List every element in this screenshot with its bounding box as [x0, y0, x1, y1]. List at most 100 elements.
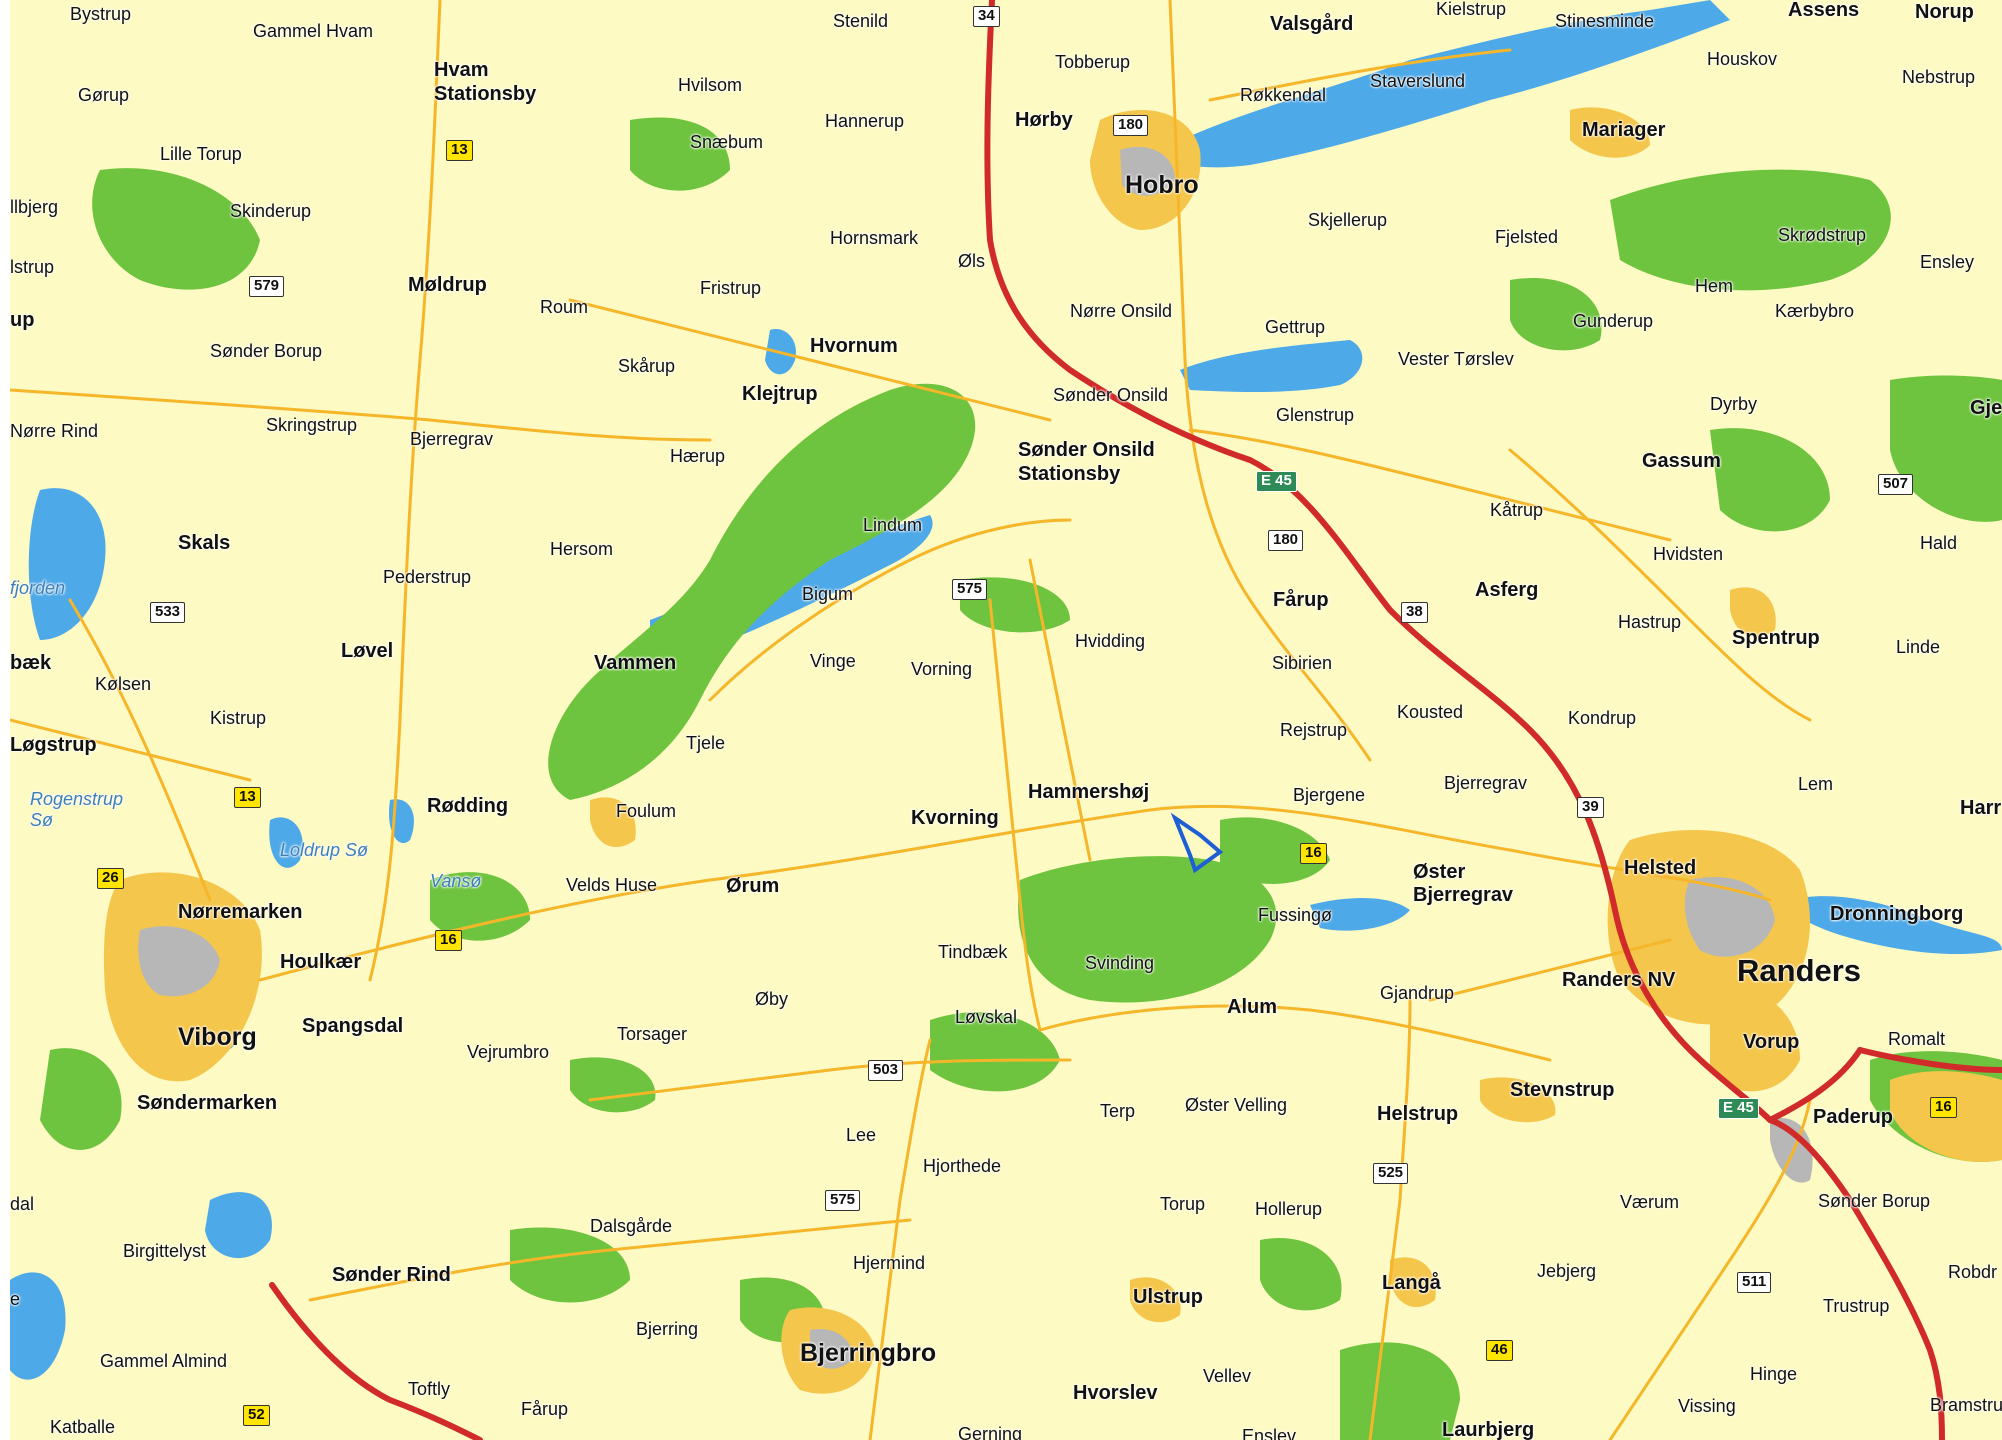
road-shield-575-north: 575: [952, 579, 988, 600]
place-label: Gettrup: [1265, 317, 1326, 337]
place-label: Vissing: [1678, 1396, 1736, 1416]
place-label: Svinding: [1085, 953, 1155, 973]
place-label: Nebstrup: [1902, 67, 1976, 87]
place-label: Fårup: [521, 1399, 569, 1419]
place-label-city: Bjerringbro: [800, 1339, 937, 1367]
selected-area-outline[interactable]: [1170, 812, 1224, 874]
place-label: Staverslund: [1370, 71, 1466, 91]
road-shield-39: 39: [1577, 797, 1604, 818]
place-label: Kielstrup: [1436, 0, 1507, 19]
place-label: Hersom: [550, 539, 614, 559]
road-shield-16-far-east: 16: [1930, 1097, 1957, 1118]
place-label: Bjerregrav: [1444, 773, 1528, 793]
place-label: Gje: [1970, 397, 2002, 419]
place-label: Nørre Onsild: [1070, 301, 1173, 321]
place-label: Øby: [755, 989, 789, 1009]
place-label: Løvel: [341, 640, 394, 662]
place-label: Sønder Rind: [332, 1264, 451, 1286]
place-label: Valsgård: [1270, 13, 1354, 35]
place-label: Fristrup: [700, 278, 762, 298]
water-label: fjorden: [10, 578, 66, 598]
place-label: Ørum: [726, 875, 780, 897]
place-label: lstrup: [10, 257, 55, 277]
place-label: Vester Tørslev: [1398, 349, 1514, 369]
place-label: Linde: [1896, 637, 1941, 657]
place-label: Vorning: [911, 659, 973, 679]
place-label: Kåtrup: [1490, 500, 1544, 520]
place-label: Vinge: [810, 651, 856, 671]
road-layer: [10, 0, 1812, 1440]
place-label: Øster: [1413, 861, 1466, 883]
place-label: bæk: [10, 652, 52, 674]
place-label: Bramstru: [1930, 1395, 2002, 1415]
place-label: Glenstrup: [1276, 405, 1355, 425]
place-label: Kvorning: [911, 807, 999, 829]
place-label: Sibirien: [1272, 653, 1333, 673]
place-label: Romalt: [1888, 1029, 1946, 1049]
place-label: Hvornum: [810, 335, 898, 357]
place-label: Vejrumbro: [467, 1042, 550, 1062]
place-label: Hvilsom: [678, 75, 743, 95]
place-label: Gunderup: [1573, 311, 1654, 331]
place-label: Toftly: [408, 1379, 451, 1399]
place-label: Snæbum: [690, 132, 764, 152]
urban-layer: [103, 107, 2002, 1394]
place-label: Hjermind: [853, 1253, 926, 1273]
place-label: Stationsby: [1018, 463, 1121, 485]
place-label: Gerning: [958, 1424, 1023, 1440]
place-label: Skårup: [618, 356, 676, 376]
place-label: Assens: [1788, 0, 1860, 21]
map-canvas[interactable]: 34 180 13 579 E 45 180 575 533 38 507 13…: [10, 0, 2002, 1440]
place-label: Hørby: [1015, 109, 1073, 131]
place-label: Asferg: [1475, 579, 1539, 601]
place-label: Stationsby: [434, 83, 537, 105]
place-label: Lem: [1798, 774, 1834, 794]
place-label: Hannerup: [825, 111, 905, 131]
road-shield-34: 34: [973, 6, 1000, 27]
place-label: Birgittelyst: [123, 1241, 207, 1261]
water-label: Sø: [30, 810, 54, 830]
place-label: Hammershøj: [1028, 781, 1150, 803]
place-label: Gjandrup: [1380, 983, 1455, 1003]
place-label: Skals: [178, 532, 231, 554]
place-label: Røkkendal: [1240, 85, 1327, 105]
road-shield-180-north: 180: [1113, 115, 1149, 136]
place-label: Lille Torup: [160, 144, 242, 164]
urban-core-layer: [138, 146, 1813, 1369]
place-label-city: Randers: [1737, 953, 1862, 988]
place-label: Hornsmark: [830, 228, 919, 248]
place-label: Torsager: [617, 1024, 688, 1044]
road-shield-13-south: 13: [234, 787, 261, 808]
road-shield-46: 46: [1486, 1340, 1513, 1361]
place-label: Jebjerg: [1537, 1261, 1597, 1281]
water-label: Rogenstrup: [30, 789, 124, 809]
road-shield-503: 503: [868, 1060, 904, 1081]
place-label: Bjerregrav: [410, 429, 494, 449]
place-label: Terp: [1100, 1101, 1136, 1121]
place-label: Helsted: [1624, 857, 1697, 879]
place-label-city: Viborg: [178, 1023, 257, 1051]
place-label: Sønder Borup: [1818, 1191, 1931, 1211]
place-label: Nørre Rind: [10, 421, 99, 441]
place-label: Langå: [1382, 1272, 1441, 1294]
place-label: Tjele: [686, 733, 726, 753]
road-shield-579: 579: [249, 276, 285, 297]
place-label: Bystrup: [70, 4, 132, 24]
place-label: Dalsgårde: [590, 1216, 673, 1236]
place-label: up: [10, 309, 35, 331]
water-label: Vansø: [430, 871, 482, 891]
place-label: Vorup: [1743, 1031, 1800, 1053]
road-shield-26: 26: [97, 868, 124, 889]
place-label: dal: [10, 1194, 35, 1214]
place-label: Hald: [1920, 533, 1958, 553]
place-label: Gørup: [78, 85, 130, 105]
place-label: Skrødstrup: [1778, 225, 1867, 245]
road-shield-e45-south: E 45: [1718, 1098, 1759, 1119]
place-label: Løgstrup: [10, 734, 97, 756]
place-label: Alum: [1227, 996, 1277, 1018]
place-label: Pederstrup: [383, 567, 472, 587]
place-label: Kistrup: [210, 708, 267, 728]
place-label: Værum: [1620, 1192, 1680, 1212]
place-label: Kondrup: [1568, 708, 1637, 728]
place-label: Kærbybro: [1775, 301, 1855, 321]
